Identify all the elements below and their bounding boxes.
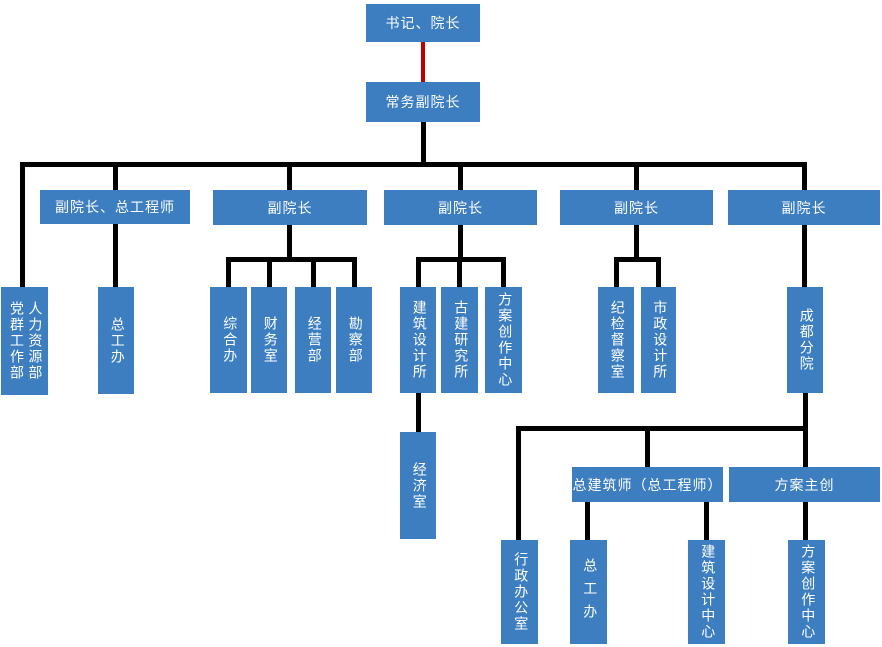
connector-red-dean-to-exec <box>421 42 425 82</box>
node-general-office[interactable]: 综合办 <box>210 287 247 393</box>
connector-chengdu-trunk <box>803 393 808 428</box>
node-vice-dean-chief-engineer-label: 副院长、总工程师 <box>55 200 175 216</box>
connector-drop-vice-dean-4 <box>634 162 639 192</box>
connector-exec-trunk <box>421 122 426 164</box>
node-secretary-dean[interactable]: 书记、院长 <box>366 4 480 42</box>
node-secretary-dean-label: 书记、院长 <box>385 16 461 32</box>
node-municipal-design-institute[interactable]: 市政设计所 <box>641 287 676 393</box>
node-economy-office[interactable]: 经济室 <box>400 432 436 539</box>
node-party-and-hr-dept-label-1: 人力资源部 <box>26 301 43 381</box>
node-survey-dept-label: 勘察部 <box>346 316 363 364</box>
node-vice-dean-5[interactable]: 副院长 <box>728 190 880 225</box>
connector-drop-vice-dean-1 <box>113 162 118 192</box>
connector-chengdu-horizontal <box>516 426 808 431</box>
connector-drop-admin-office <box>516 426 521 540</box>
connector-vd3-trunk <box>458 225 463 262</box>
node-chief-architect[interactable]: 总建筑师（总工程师） <box>572 467 723 502</box>
connector-vd4-horizontal <box>614 257 661 262</box>
node-chief-engineer-office[interactable]: 总工办 <box>98 287 134 394</box>
connector-drop-scheme-center-1 <box>501 257 506 287</box>
node-scheme-lead-label: 方案主创 <box>774 477 835 494</box>
node-vice-dean-2-label: 副院长 <box>267 200 313 217</box>
node-arch-design-institute[interactable]: 建筑设计所 <box>400 287 436 393</box>
node-discipline-inspection-office[interactable]: 纪检督察室 <box>598 287 634 393</box>
connector-drop-finance-office <box>267 257 272 287</box>
node-vice-dean-5-label: 副院长 <box>781 200 827 217</box>
connector-drop-arch-design-inst <box>416 257 421 287</box>
node-ancient-arch-institute-label: 古建研究所 <box>452 300 469 380</box>
connector-drop-scheme-center-2 <box>803 502 808 540</box>
node-exec-vice-dean-label: 常务副院长 <box>385 95 461 111</box>
connector-drop-survey-dept <box>352 257 357 287</box>
node-chief-engineer-office-2[interactable]: 总工办 <box>570 540 607 644</box>
node-arch-design-center-label: 建筑设计中心 <box>699 544 716 640</box>
node-vice-dean-chief-engineer[interactable]: 副院长、总工程师 <box>40 190 190 224</box>
node-arch-design-institute-label: 建筑设计所 <box>410 300 427 380</box>
node-scheme-creation-center-1-label: 方案创作中心 <box>496 292 513 388</box>
node-scheme-creation-center-2-label: 方案创作中心 <box>799 544 816 640</box>
node-business-dept-label: 经营部 <box>305 316 322 364</box>
node-finance-office-label: 财务室 <box>261 316 278 364</box>
node-survey-dept[interactable]: 勘察部 <box>336 287 372 393</box>
node-discipline-inspection-office-label: 纪检督察室 <box>608 300 625 380</box>
connector-drop-chief-eng-office-2 <box>585 502 590 540</box>
connector-arch-inst-to-economy <box>416 393 421 432</box>
connector-vd5-to-chengdu <box>802 225 807 287</box>
node-scheme-creation-center-1[interactable]: 方案创作中心 <box>485 287 522 393</box>
node-vice-dean-3[interactable]: 副院长 <box>384 190 537 225</box>
node-chief-engineer-office-2-label: 总工办 <box>581 557 598 627</box>
connector-drop-business-dept <box>311 257 316 287</box>
node-chengdu-branch-label: 成都分院 <box>797 308 814 372</box>
node-chief-engineer-office-label: 总工办 <box>108 316 125 365</box>
node-business-dept[interactable]: 经营部 <box>295 287 331 393</box>
node-chengdu-branch[interactable]: 成都分院 <box>787 287 823 393</box>
node-vice-dean-3-label: 副院长 <box>438 200 483 217</box>
node-vice-dean-4-label: 副院长 <box>614 200 659 217</box>
node-economy-office-label: 经济室 <box>410 461 427 510</box>
node-ancient-arch-institute[interactable]: 古建研究所 <box>441 287 478 393</box>
connector-drop-chief-architect <box>645 426 650 467</box>
node-admin-office[interactable]: 行政办公室 <box>501 540 538 644</box>
node-vice-dean-2[interactable]: 副院长 <box>213 190 367 225</box>
connector-drop-discipline-office <box>614 257 619 287</box>
connector-drop-scheme-lead <box>803 426 808 467</box>
connector-drop-vice-dean-3 <box>458 162 463 192</box>
connector-drop-vice-dean-5 <box>802 162 807 192</box>
node-scheme-lead[interactable]: 方案主创 <box>729 467 880 502</box>
connector-drop-arch-design-center <box>704 502 709 540</box>
node-party-and-hr-dept[interactable]: 党群工作部人力资源部 <box>1 287 48 395</box>
connector-drop-general-office <box>226 257 231 287</box>
node-vice-dean-4[interactable]: 副院长 <box>560 190 713 225</box>
node-finance-office[interactable]: 财务室 <box>251 287 287 393</box>
connector-drop-party-hr <box>20 162 25 287</box>
connector-vd2-horizontal <box>226 257 357 262</box>
node-chief-architect-label: 总建筑师（总工程师） <box>572 477 723 494</box>
connector-vd4-trunk <box>634 225 639 262</box>
connector-drop-ancient-arch-inst <box>457 257 462 287</box>
node-municipal-design-institute-label: 市政设计所 <box>651 300 668 380</box>
node-scheme-creation-center-2[interactable]: 方案创作中心 <box>788 540 825 644</box>
node-admin-office-label: 行政办公室 <box>512 552 529 632</box>
connector-main-horizontal <box>20 162 807 167</box>
connector-vd1-to-chief-eng-office <box>113 224 118 287</box>
connector-drop-vice-dean-2 <box>287 162 292 192</box>
node-general-office-label: 综合办 <box>221 316 238 364</box>
node-exec-vice-dean[interactable]: 常务副院长 <box>366 82 480 122</box>
connector-vd2-trunk <box>287 225 292 262</box>
node-arch-design-center[interactable]: 建筑设计中心 <box>688 540 725 644</box>
node-party-and-hr-dept-label-0: 党群工作部 <box>8 301 24 381</box>
connector-drop-municipal-inst <box>656 257 661 287</box>
